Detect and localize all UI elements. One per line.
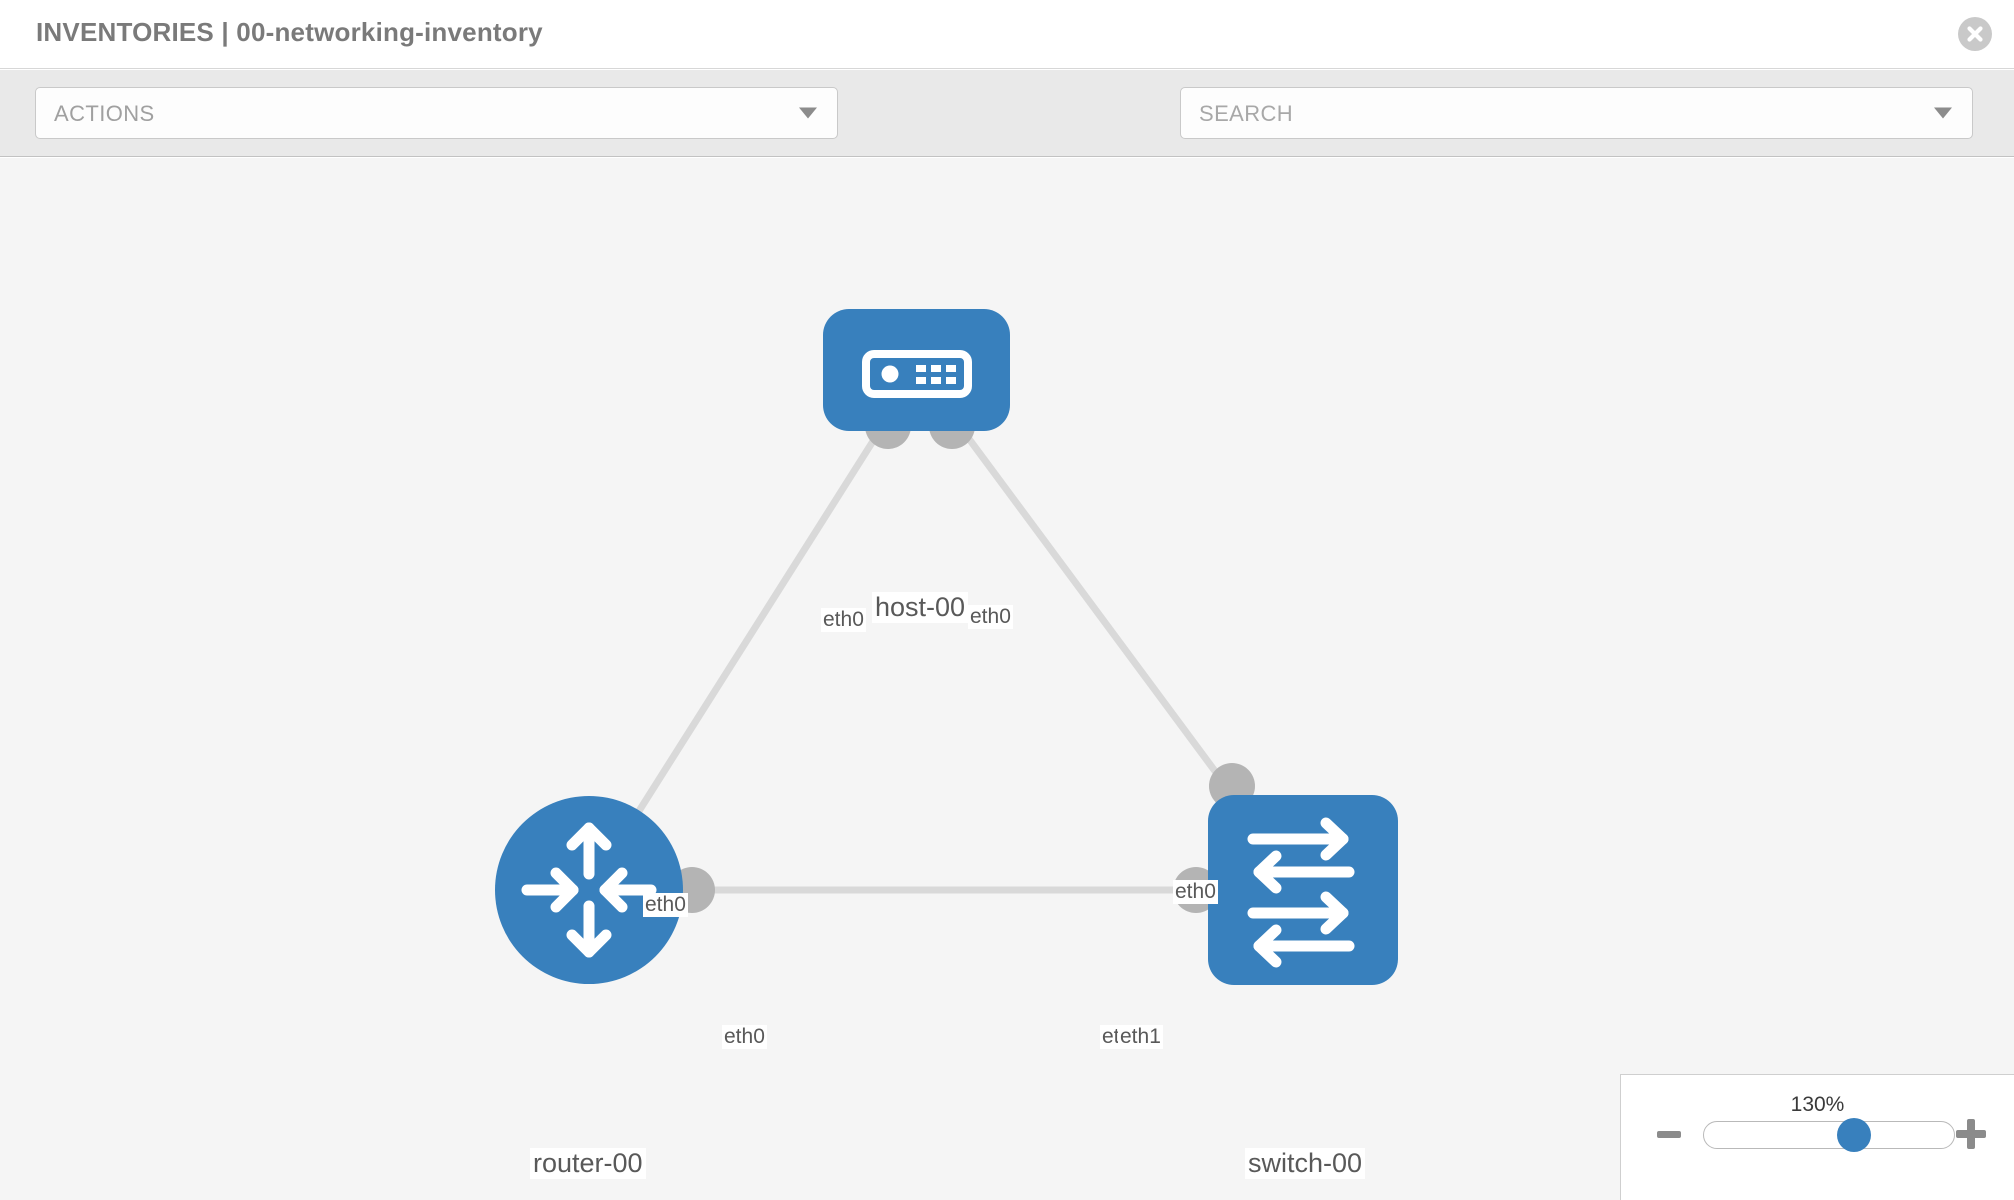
edge-label-host00-eth0-left: eth0 (821, 608, 866, 632)
edge-label-router00-eth0-uplink: eth0 (643, 893, 688, 917)
zoom-in-button[interactable] (1956, 1119, 1986, 1149)
topology-interface-stubs (669, 403, 1255, 913)
topology-graph (495, 309, 1398, 985)
chevron-down-icon (799, 107, 817, 119)
page-header: INVENTORIES | 00-networking-inventory (0, 0, 2014, 69)
close-circle-icon (1958, 17, 1992, 51)
close-icon[interactable] (1958, 17, 1992, 51)
router-arrows-icon (521, 822, 657, 958)
node-label-host-00[interactable]: host-00 (872, 592, 969, 623)
zoom-percent-label: 130% (1790, 1093, 1845, 1116)
page-title: INVENTORIES | 00-networking-inventory (36, 17, 543, 47)
edge-label-switch00-eth0-uplink: eth0 (1173, 880, 1218, 904)
edge-label-host00-eth0-right: eth0 (968, 605, 1013, 629)
toolbar: ACTIONS SEARCH (0, 70, 2014, 200)
search-input[interactable]: SEARCH (1180, 87, 1973, 139)
zoom-control: 130% (1620, 1074, 2014, 1200)
zoom-out-button[interactable] (1657, 1131, 1681, 1138)
server-icon (862, 350, 972, 398)
topology-canvas[interactable]: host-00 router-00 switch-00 eth0 eth0 et… (0, 158, 2014, 1200)
edge-label-router00-eth0-trunk: eth0 (722, 1025, 767, 1049)
zoom-slider[interactable] (1703, 1118, 1955, 1152)
actions-dropdown[interactable]: ACTIONS (35, 87, 838, 139)
node-switch-00 (1208, 795, 1398, 985)
node-router-00 (495, 796, 683, 984)
switch-arrows-icon (1247, 817, 1355, 968)
chevron-down-icon[interactable] (1934, 107, 1952, 119)
node-host-00 (823, 309, 1010, 431)
search-placeholder: SEARCH (1199, 101, 1294, 126)
edge-host00-router00 (586, 368, 921, 892)
actions-dropdown-label: ACTIONS (54, 101, 155, 126)
edge-label-switch00-eth1-trunk: eth1 (1118, 1025, 1163, 1049)
node-label-router-00[interactable]: router-00 (530, 1148, 646, 1179)
node-label-switch-00[interactable]: switch-00 (1245, 1148, 1366, 1179)
zoom-slider-thumb[interactable] (1837, 1118, 1871, 1152)
